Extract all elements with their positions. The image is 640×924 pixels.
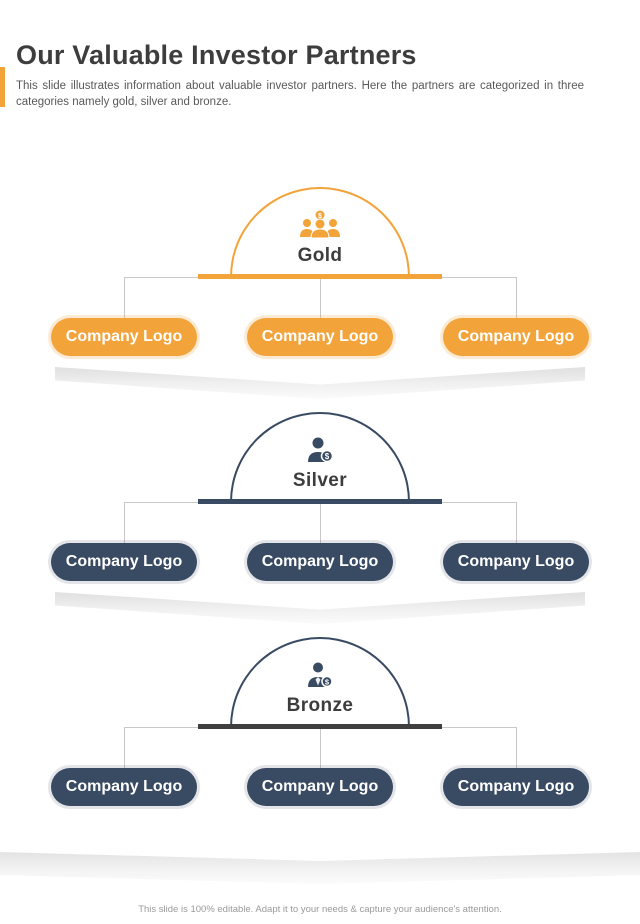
bottom-chevron-band xyxy=(0,852,640,884)
connector-line-vertical xyxy=(320,277,321,318)
company-logo-pill: Company Logo xyxy=(51,543,197,581)
tier-gold: $ Gold Company Logo Company Logo Company… xyxy=(0,187,640,402)
company-logo-pill: Company Logo xyxy=(51,768,197,806)
tier-label: Silver xyxy=(292,470,348,491)
silver-tier-dome: $ Silver xyxy=(230,412,410,502)
slide-subtitle: This slide illustrates information about… xyxy=(16,79,584,109)
company-logo-pill: Company Logo xyxy=(247,318,393,356)
tier-bronze: $ Bronze Company Logo Company Logo Compa… xyxy=(0,637,640,852)
left-accent-bar xyxy=(0,67,5,107)
people-dollar-icon: $ xyxy=(297,210,343,240)
connector-line-vertical xyxy=(516,502,517,543)
connector-line-vertical xyxy=(124,277,125,318)
connector-line-vertical xyxy=(320,727,321,768)
silver-underline-bar xyxy=(198,499,442,504)
tier-label: Bronze xyxy=(286,695,354,716)
chevron-divider xyxy=(55,592,585,624)
connector-line-vertical xyxy=(516,277,517,318)
svg-text:$: $ xyxy=(318,213,322,220)
connector-line-vertical xyxy=(516,727,517,768)
connector-line-vertical xyxy=(320,502,321,543)
company-logo-pill: Company Logo xyxy=(51,318,197,356)
connector-line-vertical xyxy=(124,727,125,768)
company-logo-pill: Company Logo xyxy=(443,768,589,806)
connector-line-vertical xyxy=(124,502,125,543)
bronze-underline-bar xyxy=(198,724,442,729)
tier-label: Gold xyxy=(297,245,343,266)
tier-silver: $ Silver Company Logo Company Logo Compa… xyxy=(0,412,640,627)
company-logo-pill: Company Logo xyxy=(247,543,393,581)
company-logo-pill: Company Logo xyxy=(443,543,589,581)
person-dollar-icon: $ xyxy=(304,435,336,465)
gold-underline-bar xyxy=(198,274,442,279)
slide-footer-note: This slide is 100% editable. Adapt it to… xyxy=(138,904,502,915)
bronze-tier-dome: $ Bronze xyxy=(230,637,410,727)
svg-text:$: $ xyxy=(325,452,330,461)
company-logo-pill: Company Logo xyxy=(443,318,589,356)
businessman-dollar-icon: $ xyxy=(304,660,336,690)
gold-tier-dome: $ Gold xyxy=(230,187,410,277)
page-title: Our Valuable Investor Partners xyxy=(16,40,417,71)
chevron-divider xyxy=(55,367,585,399)
company-logo-pill: Company Logo xyxy=(247,768,393,806)
svg-text:$: $ xyxy=(325,677,330,686)
